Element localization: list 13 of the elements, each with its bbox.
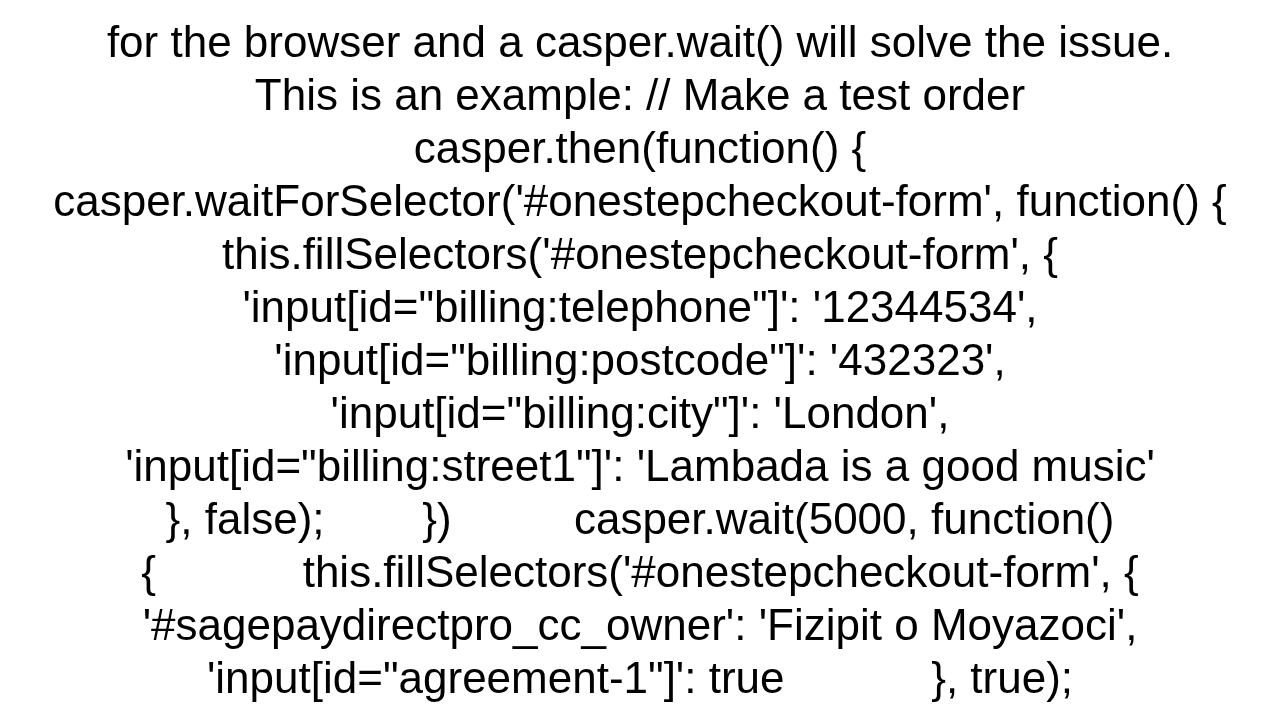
text-line: 'input[id="billing:telephone"]': '12344534',	[242, 281, 1038, 333]
text-line: casper.waitForSelector('#onestepcheckout-form', function() {	[53, 175, 1227, 227]
text-line: }, false); }) casper.wait(5000, function()	[165, 493, 1115, 545]
text-line: { this.fillSelectors('#onestepcheckout-form', {	[141, 546, 1139, 598]
text-line: This is an example: // Make a test order	[254, 69, 1026, 121]
text-line: 'input[id="billing:street1"]': 'Lambada is a good music'	[125, 440, 1155, 492]
text-line: casper.then(function() {	[413, 122, 867, 174]
text-line: for the browser and a casper.wait() will solve the issue.	[106, 16, 1174, 68]
text-line: this.fillSelectors('#onestepcheckout-form', {	[221, 228, 1059, 280]
text-line: 'input[id="billing:city"]': 'London',	[330, 387, 950, 439]
text-line: '#sagepaydirectpro_cc_owner': 'Fizipit o Moyazoci',	[142, 599, 1138, 651]
text-line: 'input[id="billing:postcode"]': '432323',	[274, 334, 1006, 386]
text-line: 'input[id="agreement-1"]': true }, true);	[206, 652, 1074, 704]
